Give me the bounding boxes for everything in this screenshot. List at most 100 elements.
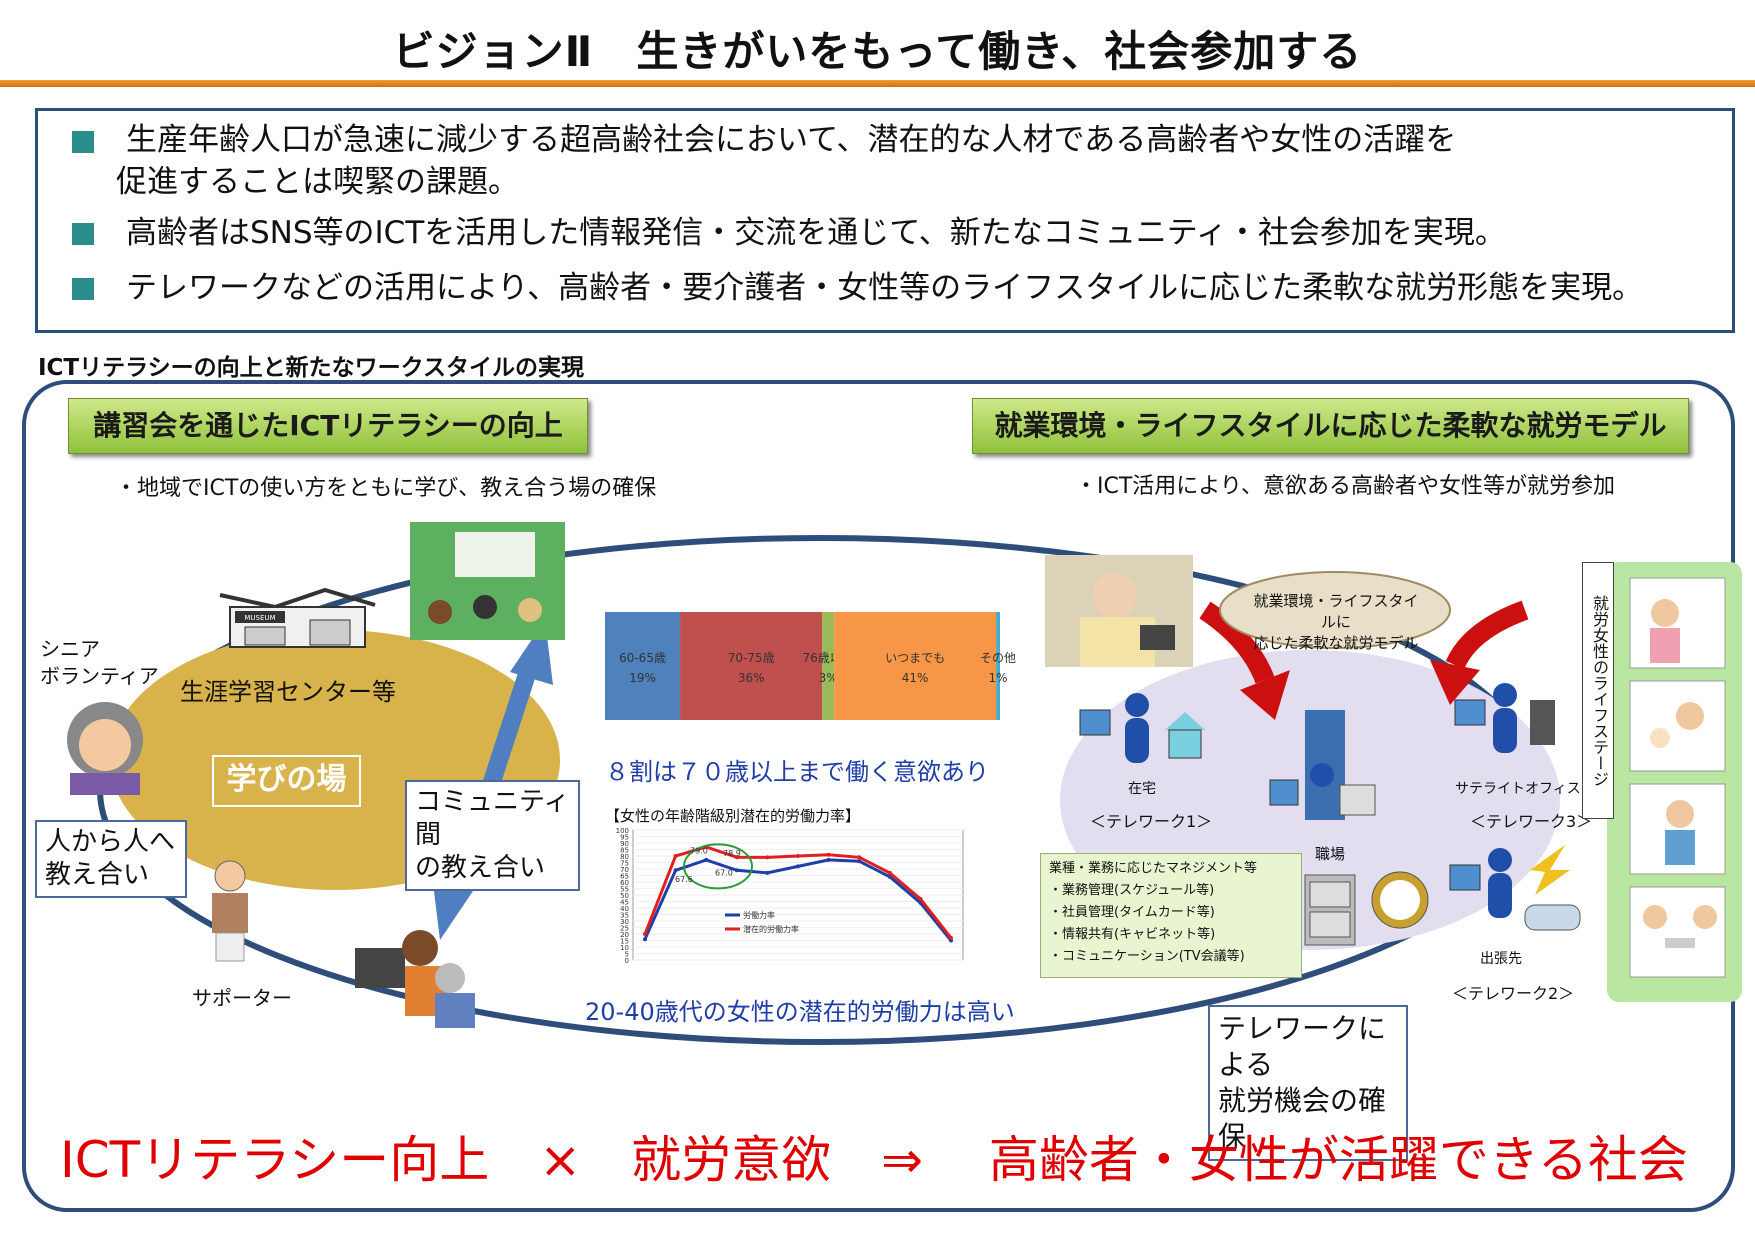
bar-category-label: その他: [980, 651, 1016, 665]
line-chart-tick-label: 5: [625, 951, 629, 959]
bar-category-label: 70-75歳: [728, 651, 775, 665]
bubble-line2: 応じた柔軟な就労モデル: [1253, 634, 1419, 652]
classroom-image: [410, 522, 565, 640]
line-chart-tick-label: 45: [620, 899, 629, 907]
line-point: [765, 870, 770, 875]
office-label: 職場: [1315, 845, 1346, 863]
bar-value-label: 3%: [819, 671, 838, 685]
line-point: [704, 857, 709, 862]
life-stage-images: [1629, 577, 1726, 978]
line-annotation: 67.0: [715, 869, 733, 878]
speech-bubble: [1219, 571, 1451, 649]
museum-building-icon: MUSEUM: [219, 587, 376, 648]
title-underline: [0, 80, 1755, 87]
bar-segment: [834, 612, 997, 720]
left-panel-note: ・地域でICTの使い方をともに学び、教え合う場の確保: [115, 476, 657, 501]
business-trip-icon: [1449, 845, 1581, 931]
home-telework-icon: [1079, 693, 1205, 763]
bullet-square-icon: [72, 223, 94, 245]
line-point: [826, 852, 831, 857]
senior-label-2: ボランティア: [40, 664, 159, 688]
right-panel-header: 就業環境・ライフスタイルに応じた柔軟な就労モデル: [972, 398, 1689, 454]
person-teaching-box: 人から人へ 教え合い: [35, 820, 187, 898]
satellite-label: サテライトオフィス: [1455, 781, 1581, 797]
teach-box-line1: 人から人へ: [45, 827, 176, 857]
line-point: [796, 864, 800, 869]
trip-sub-label: ＜テレワーク2＞: [1452, 984, 1575, 1003]
line-point: [734, 855, 739, 860]
section-label: ICTリテラシーの向上と新たなワークスタイルの実現: [38, 355, 584, 381]
line-chart-tick-label: 10: [620, 944, 629, 952]
line-chart-tick-label: 65: [620, 873, 629, 881]
red-arrow-left: [1199, 601, 1290, 720]
line-chart-tick-label: 55: [620, 886, 629, 894]
senior-volunteer-avatar: [67, 702, 143, 795]
bar-value-label: 36%: [738, 671, 765, 685]
bullet-square-icon: [72, 278, 94, 300]
management-box: 業種・業務に応じたマネジメント等 ・業務管理(スケジュール等) ・社員管理(タイ…: [1040, 853, 1302, 978]
line-annotation: 79.0: [690, 846, 708, 855]
center-label: 生涯学習センター等: [180, 678, 396, 706]
potential-labor-line-chart: 0510152025303540455055606570758085909510…: [616, 827, 964, 965]
line-point: [673, 868, 678, 873]
bubble-text: 就業環境・ライフスタイルに 応じた柔軟な就労モデル: [1250, 590, 1422, 653]
supporter-label: サポーター: [192, 986, 292, 1010]
summary-bullet-1-line2: 促進することは喫緊の課題。: [116, 164, 519, 200]
line-legend-label: 労働力率: [743, 910, 775, 920]
line-chart-tick-label: 0: [625, 957, 629, 965]
line-point: [673, 854, 678, 858]
summary-bullet-2: 高齢者はSNS等のICTを活用した情報発信・交流を通じて、新たなコミュニティ・社…: [126, 215, 1506, 251]
line-annotation: 67.6: [675, 875, 693, 884]
trip-label: 出張先: [1480, 951, 1522, 967]
line-point: [734, 868, 739, 873]
community-teaching-box: コミュニティ間 の教え合い: [405, 780, 580, 891]
bar-category-label: いつまでも: [885, 651, 945, 665]
summary-bullet-1-line1: 生産年齢人口が急速に減少する超高齢社会において、潜在的な人材である高齢者や女性の…: [126, 122, 1457, 158]
bar-segment: [605, 612, 681, 720]
line-point: [826, 857, 831, 862]
red-arrow-right: [1430, 600, 1529, 705]
right-panel-note: ・ICT活用により、意欲ある高齢者や女性等が就労参加: [1075, 474, 1615, 499]
line-point: [765, 855, 770, 860]
line-point: [643, 932, 647, 936]
line-chart-tick-label: 35: [620, 912, 629, 920]
line-point: [796, 854, 800, 858]
line-chart-tick-label: 40: [620, 905, 629, 913]
office-icon: [1269, 710, 1376, 820]
learning-place-label: 学びの場: [212, 755, 361, 807]
line-chart-tick-label: 20: [620, 931, 629, 939]
line-legend-label: 潜在的労働力率: [743, 924, 799, 934]
line-chart-tick-label: 100: [616, 827, 629, 835]
bar-value-label: 41%: [902, 671, 929, 685]
line-point: [918, 896, 923, 901]
line-annotation: 78.9: [723, 849, 741, 858]
bottom-conclusion: ICTリテラシー向上 × 就労意欲 ⇒ 高齢者・女性が活躍できる社会: [60, 1131, 1688, 1189]
management-title: 業種・業務に応じたマネジメント等: [1049, 861, 1258, 876]
left-panel-header: 講習会を通じたICTリテラシーの向上: [68, 398, 588, 454]
line-chart-title: 【女性の年齢階級別潜在的労働力率】: [605, 807, 861, 825]
telework-opportunity-box: テレワークによる 就労機会の確保: [1208, 1005, 1408, 1161]
line-chart-tick-label: 85: [620, 847, 629, 855]
home-label: 在宅: [1128, 781, 1156, 797]
line-point: [857, 859, 862, 864]
cabinet-clock-icon: [1304, 871, 1429, 946]
bar-chart-caption: ８割は７０歳以上まで働く意欲あり: [605, 758, 989, 786]
line-chart-caption: 20-40歳代の女性の潜在的労働力は高い: [585, 998, 1015, 1026]
elderly-tablet-photo: [1045, 555, 1193, 667]
bar-value-label: 19%: [629, 671, 656, 685]
summary-bullet-3: テレワークなどの活用により、高齢者・要介護者・女性等のライフスタイルに応じた柔軟…: [126, 270, 1644, 306]
bubble-line1: 就業環境・ライフスタイルに: [1253, 592, 1419, 631]
home-sub-label: ＜テレワーク1＞: [1090, 812, 1213, 831]
line-point: [857, 855, 862, 860]
line-chart-tick-label: 50: [620, 892, 629, 900]
line-chart-tick-label: 70: [620, 866, 629, 874]
management-item: ・社員管理(タイムカード等): [1049, 905, 1215, 920]
senior-label-1: シニア: [40, 637, 100, 661]
page-title: ビジョンⅡ 生きがいをもって働き、社会参加する: [392, 27, 1363, 76]
telework-box-line2: 就労機会の確保: [1218, 1084, 1387, 1153]
line-chart-tick-label: 90: [620, 840, 629, 848]
management-item: ・業務管理(スケジュール等): [1049, 883, 1215, 898]
line-chart-tick-label: 95: [620, 834, 629, 842]
line-chart-tick-label: 75: [620, 860, 629, 868]
